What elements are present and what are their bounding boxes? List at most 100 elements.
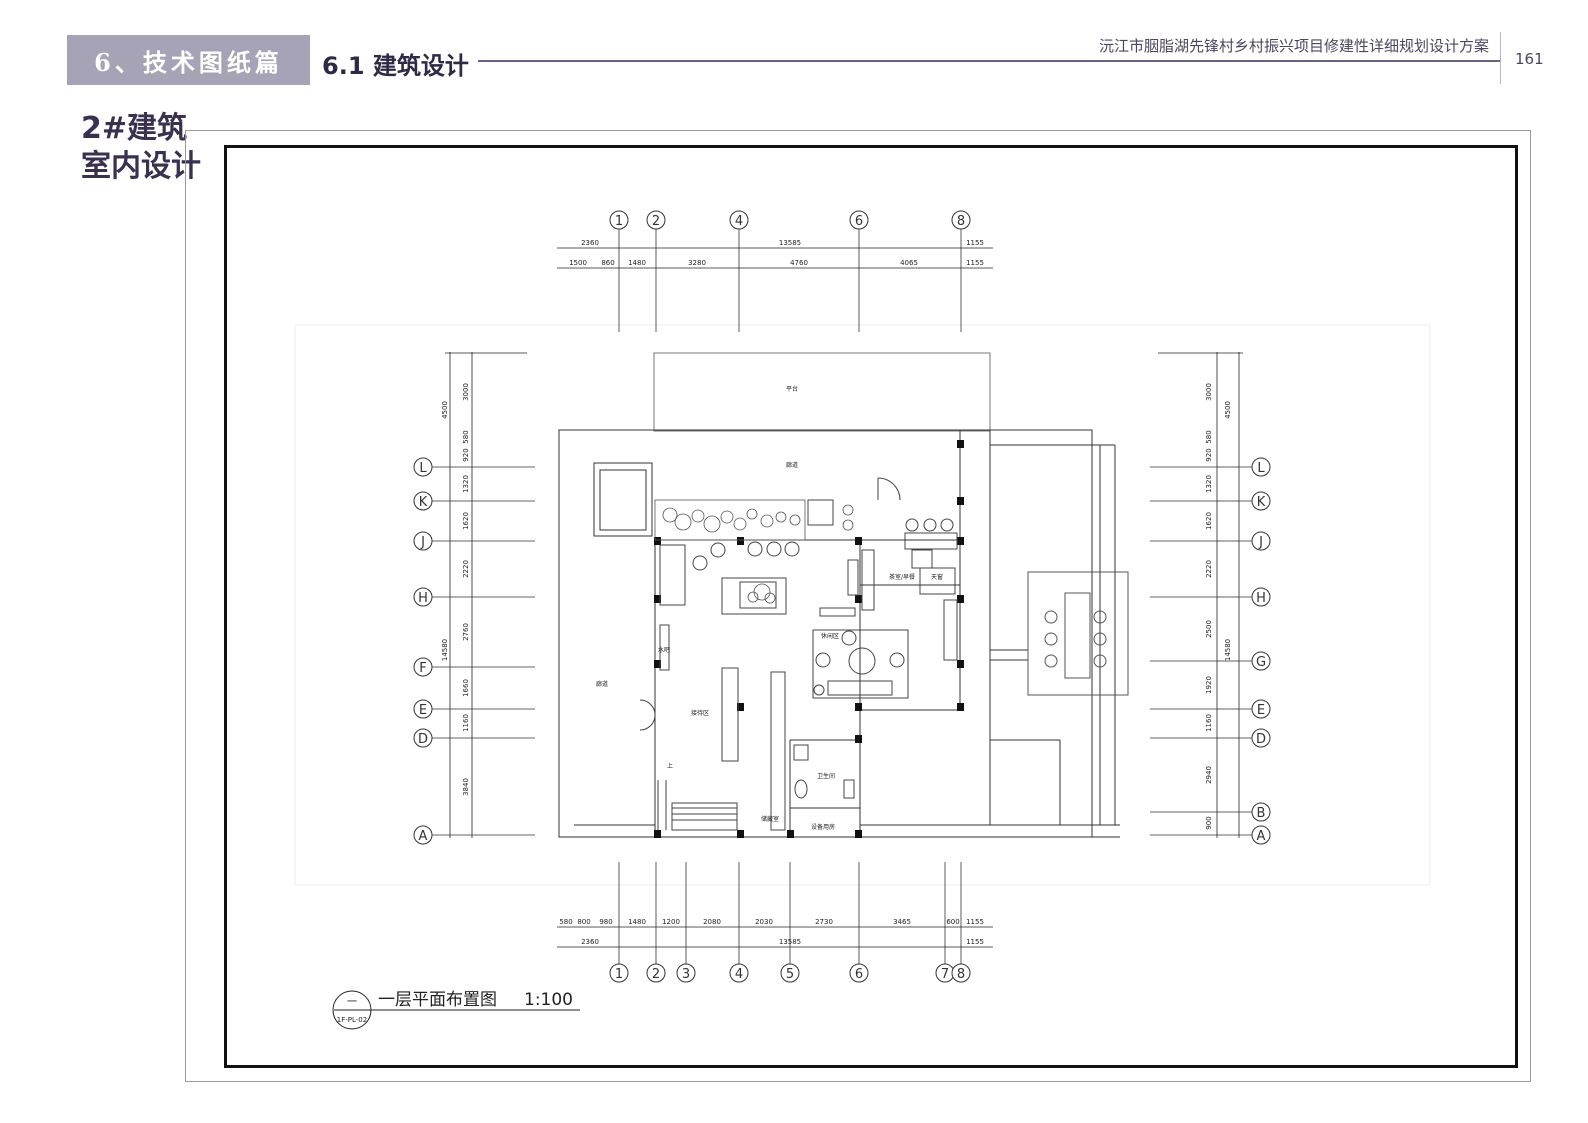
- left-axis-bubble: K: [413, 491, 433, 511]
- top-dim-total: 13585: [779, 239, 801, 247]
- top-axis-bubble-circle: [951, 210, 971, 230]
- left-axis-bubble-label: K: [419, 495, 428, 510]
- right-dim-inner: 2500: [1205, 620, 1213, 638]
- right-axis-bubble-label: K: [1257, 495, 1266, 510]
- right-dim-inner: 1320: [1205, 475, 1213, 493]
- right-axis-bubble: G: [1251, 651, 1271, 671]
- right-dim-inner: 2220: [1205, 560, 1213, 578]
- right-dim-outer: 4500: [1224, 401, 1232, 419]
- header-separator: [1500, 32, 1501, 84]
- left-axis-bubble-circle: [413, 531, 433, 551]
- outdoor-dining-table: [1027, 571, 1129, 696]
- left-axis-bubble-label: J: [420, 535, 425, 550]
- background-grid: [294, 324, 1431, 886]
- right-axis-bubble: A: [1251, 825, 1271, 845]
- left-axis-bubble: H: [413, 587, 433, 607]
- left-axis-bubble: F: [413, 657, 433, 677]
- label-bar: 水吧: [658, 646, 670, 654]
- page-number: 161: [1515, 50, 1544, 68]
- left-axis-bubble-label: H: [418, 591, 428, 606]
- left-axis-bubble: E: [413, 699, 433, 719]
- left-axis-bubble-label: A: [419, 829, 428, 844]
- left-dim-inner: 3840: [462, 778, 470, 796]
- structural-columns: [654, 440, 964, 838]
- room-labels: 平台 廊道 廊道 茶室/早餐 天窗 水吧 休闲区 接待区 卫生间 储藏室 设备用…: [596, 385, 943, 831]
- right-axis-bubble-circle: [1251, 699, 1271, 719]
- label-reception: 接待区: [691, 709, 709, 717]
- dimension-extension-lines: [432, 229, 1252, 964]
- bottom-dim-detail: 2030: [755, 918, 773, 926]
- left-dim-outer: 4500: [441, 401, 449, 419]
- right-axis-bubble-circle: [1251, 491, 1271, 511]
- right-dim-inner: 1160: [1205, 714, 1213, 732]
- bottom-axis-bubble-label: 1: [615, 967, 623, 982]
- bottom-axis-bubble: 6: [849, 963, 869, 983]
- bottom-axis-bubble-label: 4: [735, 967, 743, 982]
- right-dim-inner: 1620: [1205, 512, 1213, 530]
- caption-symbol-bottom: 1F-PL-02: [337, 1016, 367, 1024]
- bottom-axis-bubble-label: 8: [957, 967, 965, 982]
- caption-scale: 1:100: [524, 990, 573, 1010]
- header-rule: [478, 60, 1500, 62]
- label-toilet: 卫生间: [817, 772, 835, 780]
- furniture: [639, 477, 958, 831]
- right-axis-bubble: D: [1251, 728, 1271, 748]
- top-dim-detail: 1480: [628, 259, 646, 267]
- left-dim-outer: 14580: [441, 639, 449, 661]
- top-axis-bubble: 1: [609, 210, 629, 230]
- left-dim-inner: 920: [462, 448, 470, 461]
- bottom-axis-bubble-label: 3: [682, 967, 690, 982]
- bottom-dim-detail: 600: [946, 918, 959, 926]
- bottom-dim-detail: 800: [577, 918, 590, 926]
- bottom-axis-bubble: 1: [609, 963, 629, 983]
- caption-symbol-top: 一: [347, 997, 357, 1008]
- drawing-inner-frame: [224, 145, 1518, 1068]
- right-axis-bubble-circle: [1251, 728, 1271, 748]
- right-dim-inner: 920: [1205, 448, 1213, 461]
- label-platform: 平台: [786, 385, 798, 393]
- bottom-axis-bubble: 4: [729, 963, 749, 983]
- top-dim-detail: 4065: [900, 259, 918, 267]
- planter-plants: [654, 499, 854, 604]
- dimension-lines: [445, 247, 1243, 948]
- right-dim-inner: 3000: [1205, 383, 1213, 401]
- building-walls: [558, 352, 1120, 838]
- left-dim-inner: 2220: [462, 560, 470, 578]
- left-dim-inner: 1160: [462, 714, 470, 732]
- label-stair-up: 上: [667, 762, 673, 770]
- top-axis-bubble-circle: [729, 210, 749, 230]
- left-dim-inner: 2760: [462, 623, 470, 641]
- label-leisure: 休闲区: [821, 632, 839, 640]
- right-axis-bubble-label: A: [1257, 829, 1266, 844]
- left-axis-bubble-circle: [413, 657, 433, 677]
- bottom-dim-total: 2360: [581, 938, 599, 946]
- left-axis-bubble-label: E: [419, 703, 427, 718]
- bottom-axis-bubble-circle: [951, 963, 971, 983]
- left-axis-bubble-circle: [413, 825, 433, 845]
- left-axis-bubble-circle: [413, 457, 433, 477]
- bottom-axis-bubble-circle: [609, 963, 629, 983]
- left-axis-bubble-label: L: [419, 461, 427, 476]
- bottom-axis-bubble-circle: [780, 963, 800, 983]
- left-axis-bubble-label: D: [418, 732, 428, 747]
- bottom-dim-detail: 1480: [628, 918, 646, 926]
- bottom-dim-detail: 2080: [703, 918, 721, 926]
- top-axis-bubble-label: 4: [735, 214, 743, 229]
- bottom-dim-detail: 1155: [966, 918, 984, 926]
- top-dim-detail: 1155: [966, 259, 984, 267]
- top-dim-total: 2360: [581, 239, 599, 247]
- right-dim-outer: 14580: [1224, 639, 1232, 661]
- top-dim-detail: 3280: [688, 259, 706, 267]
- left-axis-bubble-circle: [413, 699, 433, 719]
- bottom-axis-bubble: 2: [646, 963, 666, 983]
- top-axis-bubble: 6: [849, 210, 869, 230]
- label-equipment: 设备用房: [811, 823, 835, 831]
- right-dim-inner: 1920: [1205, 676, 1213, 694]
- top-dim-detail: 4760: [790, 259, 808, 267]
- right-axis-bubble: H: [1251, 587, 1271, 607]
- bottom-axis-bubble: 8: [951, 963, 971, 983]
- right-dim-inner: 2940: [1205, 766, 1213, 784]
